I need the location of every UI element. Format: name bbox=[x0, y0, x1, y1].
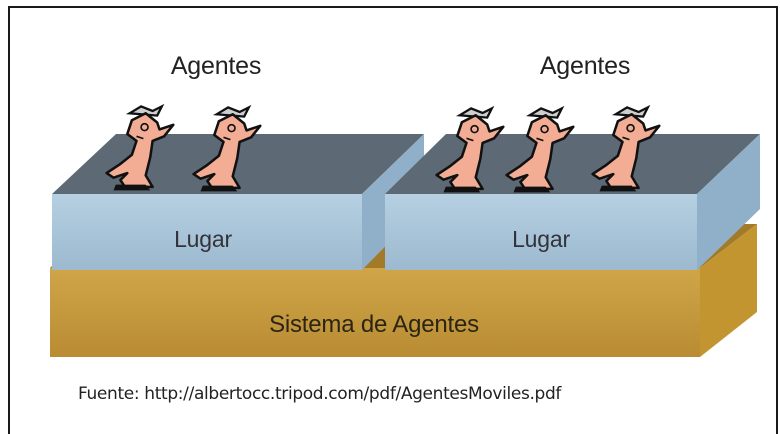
place-slab-left-front bbox=[52, 194, 362, 270]
base-slab-side bbox=[700, 224, 757, 357]
place-slab-right-front bbox=[385, 194, 697, 270]
place-label-left: Lugar bbox=[174, 226, 232, 252]
agent-system-label: Sistema de Agentes bbox=[269, 311, 479, 338]
place-slab-right-top bbox=[385, 134, 760, 194]
agents-group-label-right: Agentes bbox=[539, 52, 631, 80]
agents-group-label-left: Agentes bbox=[170, 52, 262, 80]
place-label-right: Lugar bbox=[512, 226, 570, 252]
base-slab-front bbox=[50, 268, 700, 357]
source-caption: Fuente: http://albertocc.tripod.com/pdf/… bbox=[78, 384, 562, 404]
place-slab-right-side bbox=[697, 134, 760, 270]
